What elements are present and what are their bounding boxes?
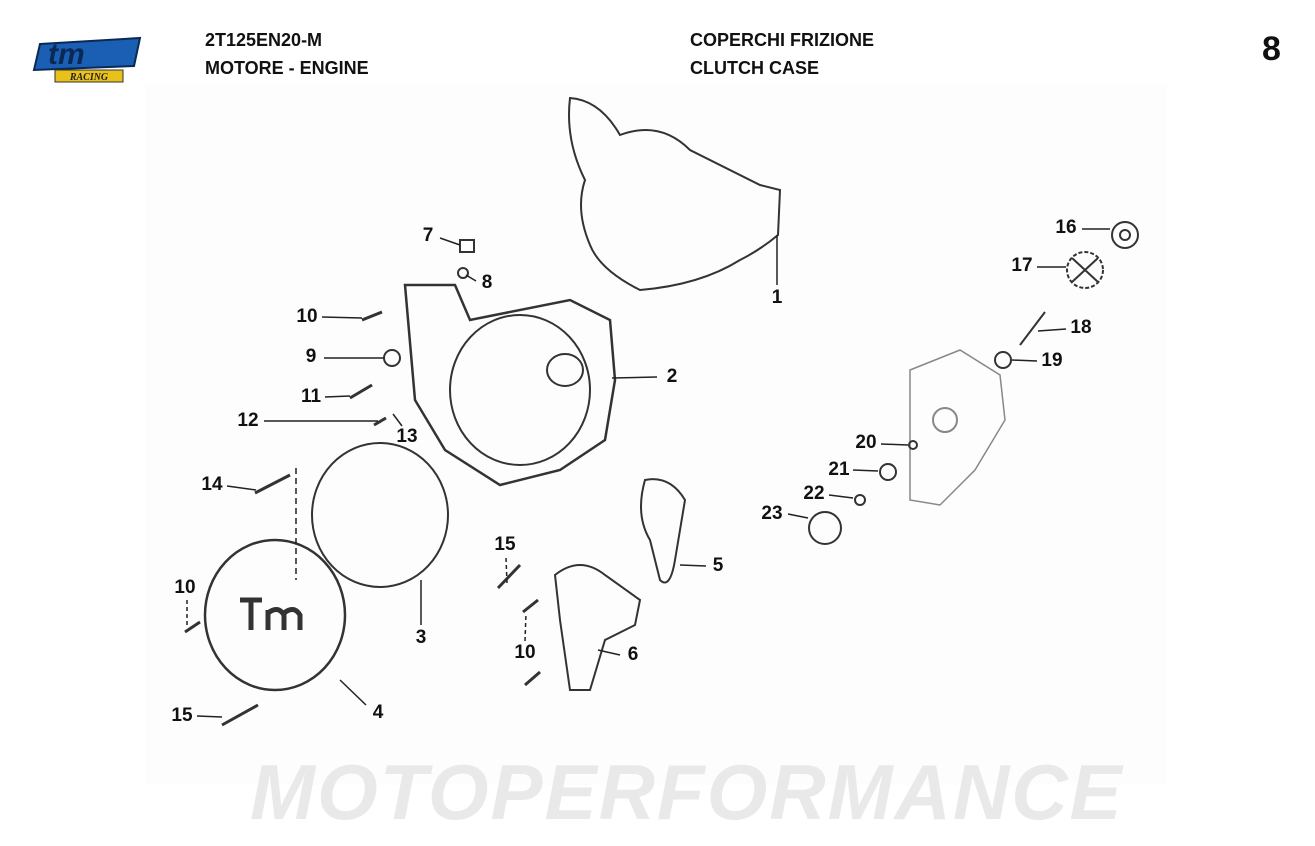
model-code: 2T125EN20-M [205, 30, 323, 50]
watermark: MOTOPERFORMANCE [250, 748, 1124, 836]
part-impeller-23 [808, 511, 842, 545]
callout-1: 1 [771, 287, 783, 308]
tm-racing-logo: tm RACING [30, 30, 145, 85]
svg-text:tm: tm [48, 38, 85, 71]
callout-23: 23 [761, 503, 783, 524]
part-shaft-18 [1019, 311, 1046, 346]
callout-15: 15 [494, 534, 516, 555]
part-washer-8 [457, 267, 469, 279]
part-engine-case-outline [909, 349, 1006, 506]
part-circlip-20 [908, 440, 918, 450]
part-seal-19 [994, 351, 1012, 369]
callout-18: 18 [1070, 317, 1092, 338]
svg-text:RACING: RACING [69, 72, 109, 83]
group-title-it: COPERCHI FRIZIONE [690, 30, 875, 50]
callout-7: 7 [422, 225, 434, 246]
callout-10: 10 [514, 642, 536, 663]
part-gasket-5 [640, 478, 687, 584]
part-nut-22 [854, 494, 866, 506]
callout-13: 13 [396, 426, 418, 447]
callout-19: 19 [1041, 350, 1063, 371]
group-title-en: CLUTCH CASE [690, 58, 819, 78]
callout-17: 17 [1011, 255, 1033, 276]
callout-5: 5 [712, 555, 724, 576]
callout-4: 4 [372, 702, 384, 723]
part-gasket-3 [311, 442, 449, 588]
callout-22: 22 [803, 483, 825, 504]
part-clutch-cover-2 [403, 283, 617, 487]
callout-21: 21 [828, 459, 850, 480]
part-pump-cover-6 [553, 564, 642, 691]
callout-10: 10 [174, 577, 196, 598]
part-gasket-1 [568, 96, 782, 292]
callout-3: 3 [415, 627, 427, 648]
callout-9: 9 [305, 346, 317, 367]
page-number: 8 [1262, 30, 1281, 68]
part-plug-7 [459, 239, 475, 253]
tm-cover-logo [240, 597, 303, 630]
callout-11: 11 [300, 386, 322, 407]
part-bearing-21 [879, 463, 897, 481]
callout-2: 2 [666, 366, 678, 387]
part-gear-17 [1066, 251, 1104, 289]
part-seal-9 [383, 349, 401, 367]
callout-15: 15 [171, 705, 193, 726]
callout-8: 8 [481, 272, 493, 293]
section-title: MOTORE - ENGINE [205, 58, 369, 78]
part-bearing-16 [1111, 221, 1139, 249]
part-outer-cover-4 [203, 538, 347, 692]
callout-20: 20 [855, 432, 877, 453]
callout-6: 6 [627, 644, 639, 665]
callout-12: 12 [237, 410, 259, 431]
callout-16: 16 [1055, 217, 1077, 238]
callout-14: 14 [201, 474, 223, 495]
callout-10: 10 [296, 306, 318, 327]
